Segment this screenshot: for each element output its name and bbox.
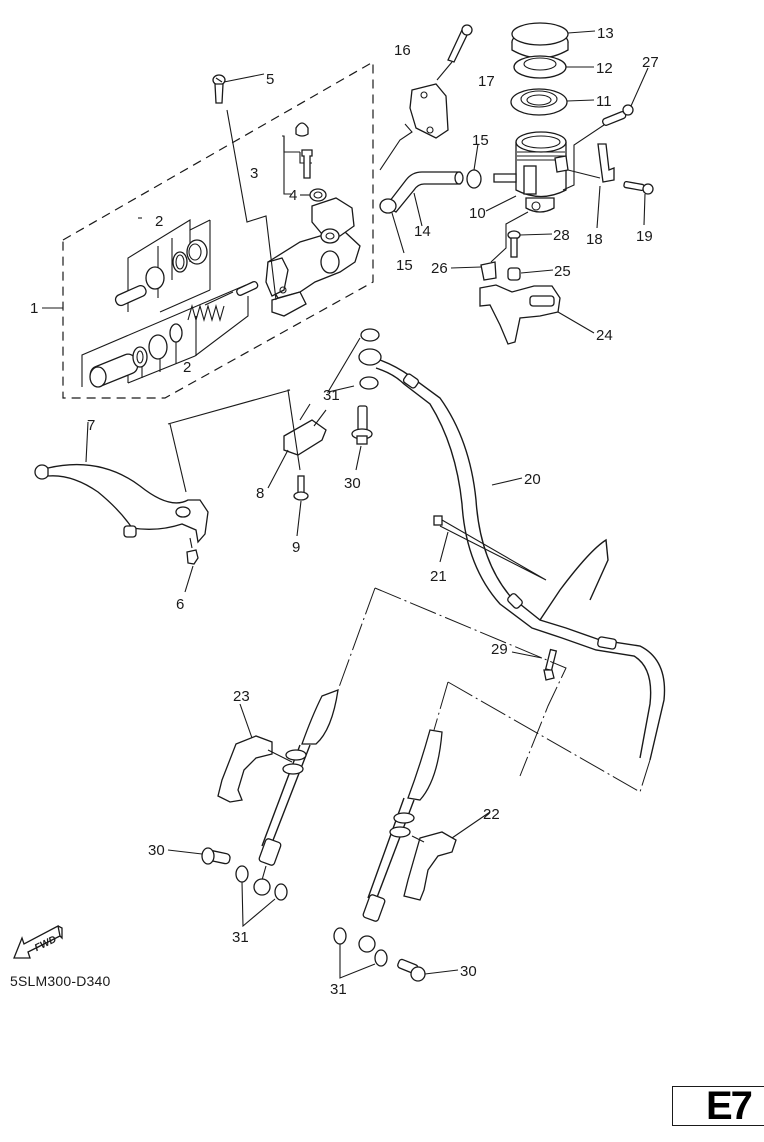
callout-27: 27 bbox=[642, 54, 659, 71]
callout-26: 26 bbox=[431, 260, 448, 277]
callout-1: 1 bbox=[30, 300, 38, 317]
diaphragm-plate[interactable] bbox=[513, 55, 594, 79]
callout-20: 20 bbox=[524, 471, 541, 488]
diaphragm[interactable] bbox=[510, 88, 595, 116]
callout-6: 6 bbox=[176, 596, 184, 613]
bolt-19[interactable] bbox=[623, 180, 654, 226]
nut-6[interactable] bbox=[184, 537, 199, 593]
callout-9: 9 bbox=[292, 539, 300, 556]
reservoir-band[interactable] bbox=[567, 143, 615, 229]
bolt-29[interactable] bbox=[511, 648, 558, 681]
master-cylinder-kit-boundary bbox=[62, 60, 374, 399]
reservoir-bracket[interactable] bbox=[479, 284, 595, 345]
callout-21: 21 bbox=[430, 568, 447, 585]
pivot-bolt[interactable] bbox=[212, 73, 277, 301]
callout-28: 28 bbox=[553, 227, 570, 244]
reservoir-cap[interactable] bbox=[511, 22, 596, 59]
piston-kit-upper[interactable] bbox=[114, 219, 211, 313]
callout-7: 7 bbox=[87, 417, 95, 434]
hose-holder-left[interactable] bbox=[217, 703, 293, 803]
brake-hose-left[interactable] bbox=[253, 689, 339, 896]
callout-5: 5 bbox=[266, 71, 274, 88]
callout-18: 18 bbox=[586, 231, 603, 248]
drawing-code: 5SLM300-D340 bbox=[10, 973, 111, 989]
callout-4: 4 bbox=[289, 187, 297, 204]
screw-28[interactable] bbox=[507, 230, 553, 258]
callout-30c: 30 bbox=[460, 963, 477, 980]
bolt-17[interactable] bbox=[436, 24, 473, 81]
union-bolt-right[interactable] bbox=[397, 958, 459, 982]
bleed-screw-set[interactable] bbox=[282, 122, 313, 195]
callout-10: 10 bbox=[469, 205, 486, 222]
callout-31b: 31 bbox=[232, 929, 249, 946]
union-bolt-left[interactable] bbox=[167, 847, 231, 865]
callout-25: 25 bbox=[554, 263, 571, 280]
callout-2a: 2 bbox=[155, 213, 163, 230]
callout-13: 13 bbox=[597, 25, 614, 42]
callout-2b: 2 bbox=[183, 359, 191, 376]
brake-switch[interactable] bbox=[167, 389, 327, 489]
stay-26[interactable] bbox=[450, 211, 529, 281]
callout-16: 16 bbox=[394, 42, 411, 59]
copper-washers-right[interactable] bbox=[333, 927, 388, 979]
hose-clip-lower[interactable] bbox=[379, 198, 405, 254]
callout-11: 11 bbox=[596, 93, 612, 110]
brake-hose-right[interactable] bbox=[358, 729, 443, 953]
callout-8: 8 bbox=[256, 485, 264, 502]
callout-3: 3 bbox=[250, 165, 258, 182]
callout-14: 14 bbox=[414, 223, 431, 240]
hose-routing-lines bbox=[337, 587, 651, 793]
callout-19: 19 bbox=[636, 228, 653, 245]
page-tag: E7 bbox=[706, 1084, 753, 1128]
callout-15b: 15 bbox=[396, 257, 413, 274]
brake-lever[interactable] bbox=[34, 421, 209, 544]
master-cylinder-body[interactable] bbox=[265, 197, 361, 317]
union-bolt-top[interactable] bbox=[351, 405, 373, 471]
callout-17: 17 bbox=[478, 73, 495, 90]
callout-labels: 1 2 2 3 4 5 6 7 8 9 10 11 12 13 14 15 15… bbox=[30, 25, 659, 998]
hose-holder-right[interactable] bbox=[403, 811, 491, 901]
hose-clip-upper[interactable] bbox=[466, 143, 482, 189]
collar-25[interactable] bbox=[507, 267, 554, 281]
copper-washers-top[interactable] bbox=[326, 328, 380, 393]
callout-30b: 30 bbox=[148, 842, 165, 859]
copper-washers-left[interactable] bbox=[235, 865, 288, 928]
fwd-arrow-icon: FWD bbox=[13, 925, 63, 959]
page-tag-box bbox=[672, 1086, 764, 1126]
callout-30a: 30 bbox=[344, 475, 361, 492]
bolt-27[interactable] bbox=[562, 67, 649, 191]
callout-31c: 31 bbox=[330, 981, 347, 998]
callout-31a: 31 bbox=[323, 387, 340, 404]
callout-12: 12 bbox=[596, 60, 613, 77]
screw-9[interactable] bbox=[293, 475, 309, 537]
callout-22: 22 bbox=[483, 806, 500, 823]
piston-kit-lower[interactable] bbox=[81, 280, 259, 389]
reservoir-tank[interactable] bbox=[485, 131, 569, 213]
bracket[interactable] bbox=[379, 83, 449, 171]
reservoir-hose[interactable] bbox=[385, 171, 464, 227]
callout-15a: 15 bbox=[472, 132, 489, 149]
cable-tie[interactable] bbox=[433, 515, 547, 581]
washer-4[interactable] bbox=[300, 188, 327, 202]
callout-29: 29 bbox=[491, 641, 508, 658]
brake-hose-upper[interactable] bbox=[358, 348, 666, 761]
callout-24: 24 bbox=[596, 327, 613, 344]
callout-23: 23 bbox=[233, 688, 250, 705]
